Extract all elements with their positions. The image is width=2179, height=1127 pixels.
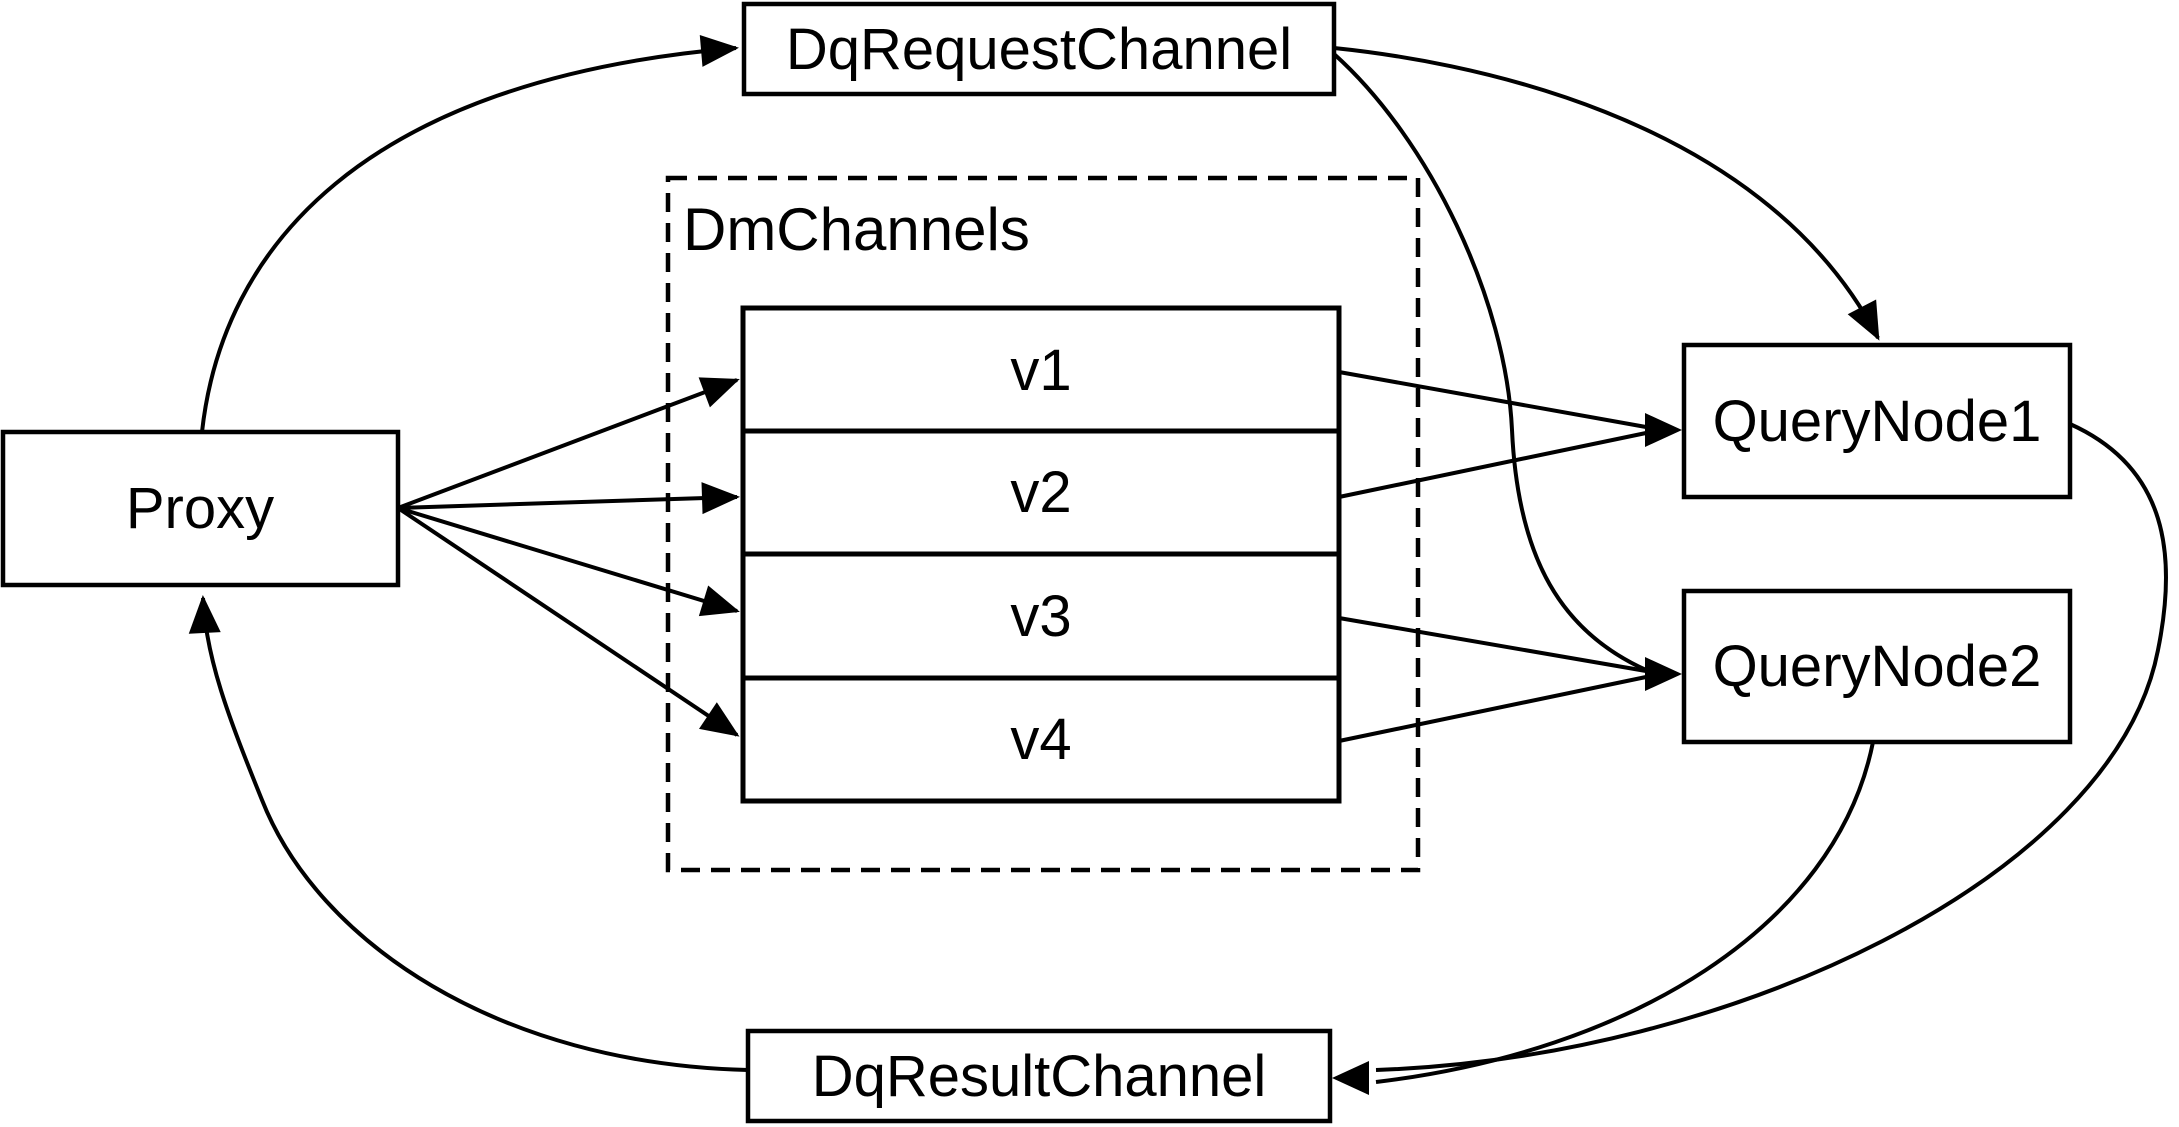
edge-v3-to-querynode2 — [1338, 616, 1647, 673]
node-querynode1: QueryNode1 — [1681, 342, 2073, 500]
edge-v1-to-querynode1 — [1338, 370, 1647, 429]
node-dqrequestchannel: DqRequestChannel — [741, 1, 1337, 97]
edge-dqrequestchannel-to-querynode1 — [1333, 46, 1880, 341]
group-dmchannels: DmChannels v1 v2 v3 v4 — [665, 175, 1421, 873]
querynode1-box — [1681, 342, 2073, 500]
edge-v2-to-querynode1 — [1338, 431, 1647, 499]
dqrequestchannel-box — [741, 1, 1337, 97]
channel-stack: v1 v2 v3 v4 — [740, 305, 1342, 804]
edge-proxy-to-v1 — [397, 377, 740, 510]
arrowhead-into-dqresultchannel-icon — [1332, 1061, 1369, 1095]
querynode1-label: QueryNode1 — [1713, 389, 2042, 454]
proxy-box — [0, 429, 401, 588]
node-proxy: Proxy — [0, 429, 401, 588]
channel-v3-label: v3 — [1010, 584, 1071, 649]
dqresultchannel-label: DqResultChannel — [812, 1044, 1267, 1109]
arrowhead-into-querynode2-icon — [1645, 657, 1682, 691]
edge-layer — [188, 35, 2169, 1095]
channel-v1-label: v1 — [1010, 338, 1071, 403]
channel-v4-label: v4 — [1010, 707, 1071, 772]
dqresultchannel-box — [745, 1028, 1333, 1124]
node-querynode2: QueryNode2 — [1681, 588, 2073, 745]
querynode2-box — [1681, 588, 2073, 745]
edge-querynode1-to-dqresultchannel — [1375, 422, 2169, 1072]
node-dqresultchannel: DqResultChannel — [745, 1028, 1333, 1124]
edge-proxy-to-v4 — [396, 506, 740, 737]
edge-proxy-to-dqrequestchannel — [200, 35, 739, 433]
edge-v4-to-querynode2 — [1338, 675, 1647, 743]
dqrequestchannel-label: DqRequestChannel — [786, 17, 1292, 82]
edge-dqrequestchannel-to-querynode2 — [1332, 52, 1647, 672]
edge-proxy-to-v3 — [397, 506, 740, 617]
channel-v2-label: v2 — [1010, 460, 1071, 525]
dmchannels-label: DmChannels — [683, 196, 1030, 263]
proxy-label: Proxy — [126, 476, 274, 541]
querynode2-label: QueryNode2 — [1713, 634, 2042, 699]
edge-dqresultchannel-to-proxy — [188, 595, 749, 1072]
edge-querynode2-to-dqresultchannel — [1375, 741, 1875, 1084]
edge-proxy-to-v2 — [397, 482, 740, 515]
dmchannels-dashed-box — [665, 175, 1421, 873]
arrowhead-into-querynode1-icon — [1645, 413, 1682, 447]
